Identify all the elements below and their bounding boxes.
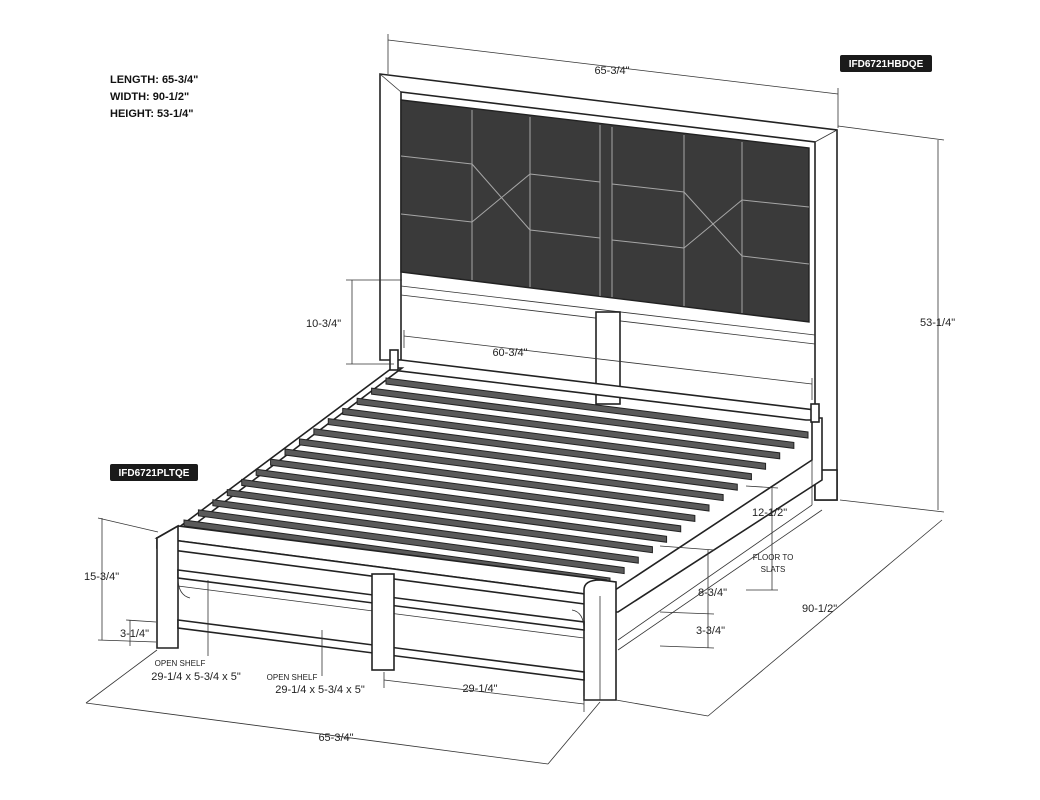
bracket-left [389, 349, 399, 371]
footboard [154, 524, 617, 701]
slat [385, 377, 809, 439]
slat [371, 387, 795, 449]
dim-footboard-height: 15-3/4" [84, 571, 119, 583]
spec-length: LENGTH: 65-3/4" [110, 74, 199, 86]
note-floor-to: FLOOR TO [753, 553, 794, 562]
slat [327, 418, 752, 481]
footboard-left-post [156, 524, 179, 649]
sku-badge-platform: IFD6721PLTQE [110, 464, 198, 481]
dim-headboard-leg: 10-3/4" [306, 318, 341, 330]
slat [241, 478, 668, 543]
shelf-left-label: OPEN SHELF [155, 659, 206, 668]
headboard [379, 73, 838, 501]
sku-headboard: IFD6721HBDQE [849, 59, 924, 70]
slat [212, 499, 639, 564]
dim-headboard-width: 65-3/4" [594, 65, 629, 77]
sku-badge-headboard: IFD6721HBDQE [840, 55, 932, 72]
slat [226, 488, 653, 554]
slat [342, 407, 767, 470]
side-rails [175, 349, 823, 651]
slat [356, 397, 781, 460]
dim-depth: 90-1/2" [802, 603, 837, 615]
dim-shelf-opening: 29-1/4" [462, 683, 497, 695]
dimension-lines [85, 34, 945, 765]
shelf-divider [371, 573, 395, 671]
dim-foot-leg: 3-1/4" [120, 628, 149, 640]
bracket-right [810, 403, 820, 423]
slat [284, 448, 710, 512]
dim-total-height: 53-1/4" [920, 317, 955, 329]
spec-height: HEIGHT: 53-1/4" [110, 108, 194, 120]
slat [197, 509, 625, 575]
dim-footboard-width: 65-3/4" [318, 732, 353, 744]
slat [270, 458, 696, 522]
spec-width: WIDTH: 90-1/2" [110, 91, 190, 103]
dim-slat-height: 12-1/2" [752, 507, 787, 519]
dim-rail-height: 8-3/4" [698, 587, 727, 599]
slats [183, 377, 809, 585]
shelf-left-size: 29-1/4 x 5-3/4 x 5" [151, 671, 241, 683]
slat [313, 428, 738, 491]
slat [255, 468, 682, 533]
spec-block: LENGTH: 65-3/4" WIDTH: 90-1/2" HEIGHT: 5… [110, 72, 198, 123]
slat [298, 438, 724, 502]
sku-platform: IFD6721PLTQE [119, 468, 190, 479]
dim-rail-clearance: 3-3/4" [696, 625, 725, 637]
note-slats: SLATS [761, 565, 786, 574]
shelf-right-label: OPEN SHELF [267, 673, 318, 682]
shelf-right-size: 29-1/4 x 5-3/4 x 5" [275, 684, 365, 696]
panel-pattern [400, 110, 810, 313]
dim-inner-width: 60-3/4" [492, 347, 527, 359]
headboard-panel [400, 99, 810, 323]
